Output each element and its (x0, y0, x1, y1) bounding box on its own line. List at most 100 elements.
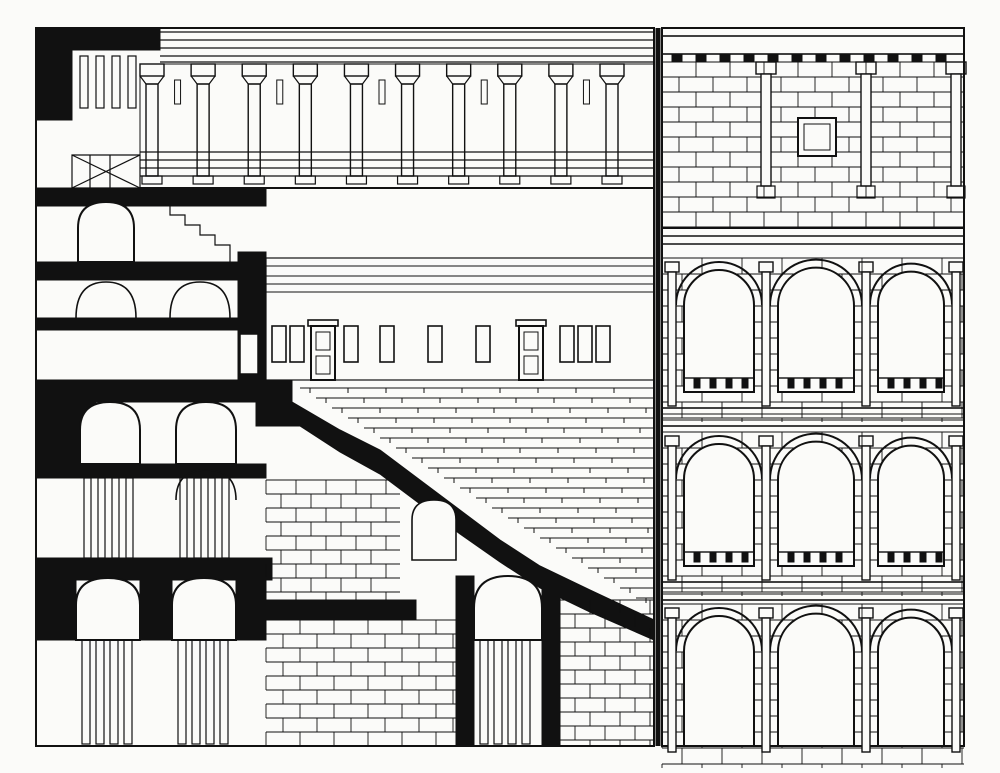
engaged-capital (948, 607, 964, 619)
corbel (815, 53, 827, 63)
column-capital (139, 63, 165, 77)
attic-corbels (671, 53, 947, 63)
back-column (79, 55, 89, 109)
tier2-arch-mid (175, 400, 237, 465)
engaged-column (761, 617, 771, 753)
entablature (661, 581, 965, 601)
column-shaft (247, 83, 261, 177)
column-base (396, 175, 419, 185)
column-capital (394, 63, 421, 77)
entablature (661, 407, 965, 427)
engaged-column (951, 617, 961, 753)
ground-arch-2 (171, 576, 237, 641)
wall-window (343, 325, 359, 363)
wall-window (595, 325, 611, 363)
column-base (192, 175, 214, 185)
hanging-lamp (276, 79, 284, 105)
column-shaft (451, 83, 466, 177)
column-shaft (503, 83, 517, 177)
column-base (550, 175, 572, 185)
door-panel (523, 355, 539, 375)
colonnette (205, 639, 215, 745)
engaged-capital (758, 435, 774, 447)
wall-window (271, 325, 287, 363)
arcade-balustrade (877, 377, 945, 393)
balustrade-block (935, 551, 943, 563)
tier3-floor (35, 317, 267, 331)
colonnette (207, 477, 216, 559)
hanging-lamp (480, 79, 488, 105)
corbel (839, 53, 851, 63)
tier2-vault-lower (175, 469, 237, 501)
pilaster-base (756, 185, 776, 199)
engaged-column (861, 445, 871, 581)
balustrade-block (903, 377, 911, 389)
arch-voussoir (869, 608, 953, 651)
colonnette (493, 639, 503, 745)
door-panel (523, 331, 539, 351)
back-column (111, 55, 121, 109)
ground-arch-1 (75, 576, 141, 641)
tier3-vault-left (75, 281, 137, 319)
column-shaft (145, 83, 159, 177)
column-capital (292, 63, 319, 77)
arcade-balustrade (777, 551, 855, 567)
capital-volute (139, 75, 165, 85)
mid-masonry (265, 479, 400, 600)
engaged-column (951, 271, 961, 407)
engaged-column (667, 271, 677, 407)
small-niche (411, 499, 457, 561)
gallery-floor-lines (140, 151, 654, 189)
arcade-balustrade (877, 551, 945, 567)
colonnette (95, 639, 105, 745)
balustrade-block (835, 551, 843, 563)
wall-window (379, 325, 395, 363)
tier4-vault-block (35, 187, 267, 207)
arch-voussoir (769, 604, 863, 652)
engaged-column (951, 445, 961, 581)
ground-stair-block (265, 599, 417, 621)
column-shaft (400, 83, 415, 177)
attic-cornice (661, 35, 965, 55)
tier4-floor (35, 261, 267, 281)
corbel (863, 53, 875, 63)
arcade-arch (683, 443, 755, 567)
ground-pier-left (35, 577, 77, 641)
door-frame (310, 325, 336, 381)
balustrade-block (803, 377, 811, 389)
arcade-arch (877, 616, 945, 747)
balustrade-block (819, 551, 827, 563)
capital-volute (599, 75, 625, 85)
column-shaft (298, 83, 313, 177)
capital-volute (343, 75, 369, 85)
balustrade-block (887, 551, 895, 563)
balustrade-block (819, 377, 827, 389)
arch-voussoir (769, 258, 863, 306)
hanging-lamp (174, 79, 182, 105)
upper-gallery-back (139, 63, 655, 189)
tier3-vault-right (169, 281, 231, 319)
wall-window (427, 325, 443, 363)
tier2-arch-left (79, 400, 141, 465)
colonnette (521, 639, 531, 745)
colonnette (219, 639, 229, 745)
engaged-capital (664, 435, 680, 447)
ground-pier-mid (139, 577, 173, 641)
corbel (767, 53, 779, 63)
arch-voussoir (675, 435, 763, 480)
ground-vault-pier (455, 575, 475, 747)
column-base (141, 175, 163, 185)
balustrade-block (741, 377, 749, 389)
arch-voussoir (675, 607, 763, 652)
corbel (911, 53, 923, 63)
engaged-capital (758, 607, 774, 619)
column-capital (241, 63, 267, 77)
column-base (499, 175, 521, 185)
hanging-lamp (582, 79, 590, 105)
tier4-vault-arch (77, 200, 135, 263)
balustrade-block (935, 377, 943, 389)
column-shaft (196, 83, 210, 177)
capital-volute (395, 75, 421, 85)
balustrade-block (919, 377, 927, 389)
wall-windows (271, 325, 611, 363)
